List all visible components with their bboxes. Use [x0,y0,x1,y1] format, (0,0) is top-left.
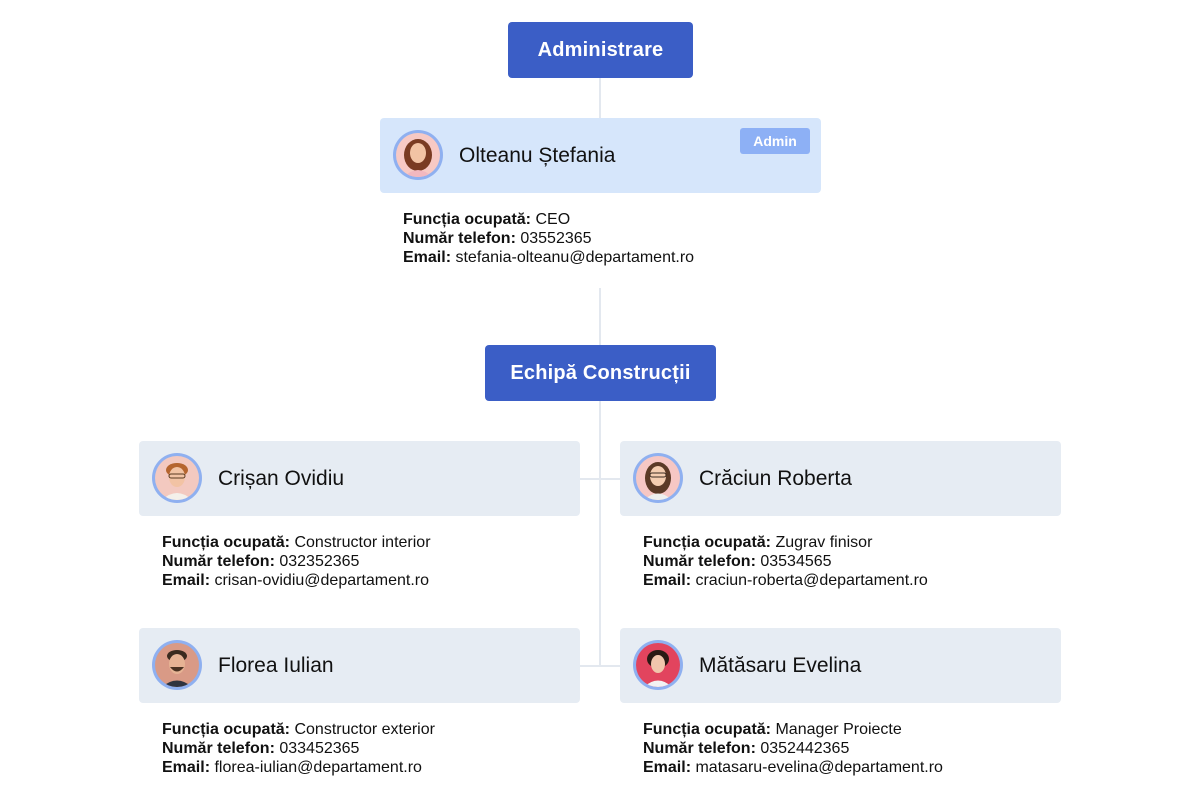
person-name: Mătăsaru Evelina [699,654,862,677]
role-value: Constructor interior [294,534,431,551]
role-label: Funcția ocupată: [162,534,291,551]
connector-top [599,78,601,118]
department-echipa-constructii[interactable]: Echipă Construcții [485,345,716,401]
avatar [633,640,683,690]
admin-badge: Admin [740,128,810,154]
person-avatar-icon [396,133,440,177]
person-details-crisan-ovidiu: Funcția ocupată: Constructor interior Nu… [162,533,431,590]
role-value: CEO [535,211,571,228]
email-value[interactable]: stefania-olteanu@departament.ro [455,249,695,266]
role-label: Funcția ocupată: [162,721,291,738]
person-avatar-icon [636,643,680,687]
email-value[interactable]: crisan-ovidiu@departament.ro [214,572,430,589]
person-details-matasaru-evelina: Funcția ocupată: Manager Proiecte Număr … [643,720,943,777]
role-value: Constructor exterior [294,721,435,738]
person-name: Olteanu Ștefania [459,144,616,167]
phone-label: Număr telefon: [643,553,756,570]
connector-team-trunk [599,401,601,666]
person-avatar-icon [155,456,199,500]
phone-label: Număr telefon: [403,230,516,247]
person-card-craciun-roberta[interactable]: Crăciun Roberta [620,441,1061,516]
role-value: Manager Proiecte [775,721,902,738]
email-label: Email: [403,249,452,266]
role-label: Funcția ocupată: [643,534,772,551]
avatar [633,453,683,503]
role-label: Funcția ocupată: [403,211,532,228]
avatar [152,453,202,503]
phone-value: 03534565 [760,553,832,570]
avatar [152,640,202,690]
connector-row2-branch [580,665,620,667]
phone-value: 0352442365 [760,740,850,757]
phone-value: 03552365 [520,230,592,247]
phone-label: Număr telefon: [162,553,275,570]
email-value[interactable]: craciun-roberta@departament.ro [695,572,928,589]
email-label: Email: [643,759,692,776]
person-name: Crișan Ovidiu [218,467,345,490]
person-details-florea-iulian: Funcția ocupată: Constructor exterior Nu… [162,720,435,777]
phone-value: 033452365 [279,740,360,757]
department-administrare[interactable]: Administrare [508,22,693,78]
avatar [393,130,443,180]
connector-row1-branch [580,478,620,480]
person-card-matasaru-evelina[interactable]: Mătăsaru Evelina [620,628,1061,703]
phone-label: Număr telefon: [162,740,275,757]
department-title: Administrare [537,38,664,61]
person-avatar-icon [636,456,680,500]
person-name: Crăciun Roberta [699,467,852,490]
person-details-craciun-roberta: Funcția ocupată: Zugrav finisor Număr te… [643,533,928,590]
phone-value: 032352365 [279,553,360,570]
role-label: Funcția ocupată: [643,721,772,738]
person-card-florea-iulian[interactable]: Florea Iulian [139,628,580,703]
role-value: Zugrav finisor [775,534,873,551]
email-label: Email: [643,572,692,589]
email-value[interactable]: florea-iulian@departament.ro [214,759,422,776]
person-name: Florea Iulian [218,654,334,677]
person-card-crisan-ovidiu[interactable]: Crișan Ovidiu [139,441,580,516]
connector-admin-to-team [599,288,601,345]
person-avatar-icon [155,643,199,687]
email-value[interactable]: matasaru-evelina@departament.ro [695,759,943,776]
department-title: Echipă Construcții [510,361,691,384]
person-details-admin: Funcția ocupată: CEO Număr telefon: 0355… [403,210,694,267]
email-label: Email: [162,572,211,589]
phone-label: Număr telefon: [643,740,756,757]
person-card-admin[interactable]: Olteanu Ștefania Admin [380,118,821,193]
email-label: Email: [162,759,211,776]
